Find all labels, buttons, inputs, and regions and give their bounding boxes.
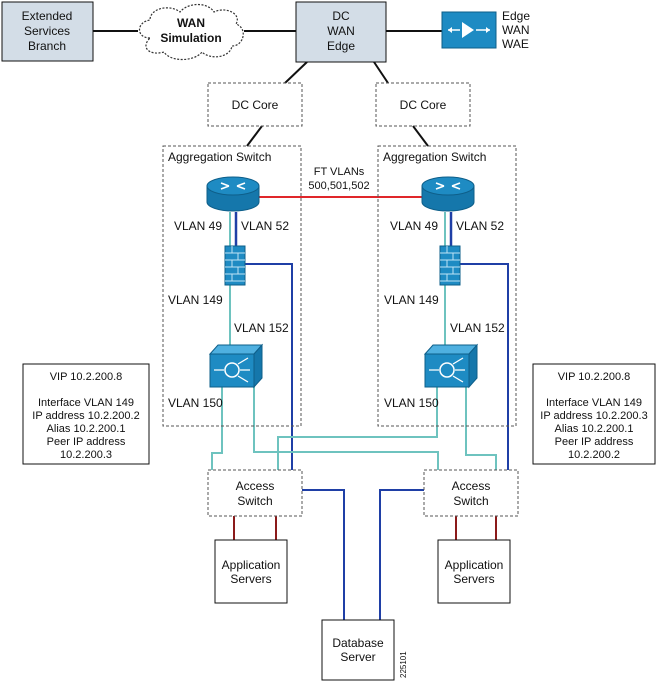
info-right-line4: Alias 10.2.200.1 <box>555 423 634 435</box>
info-box-right: VIP 10.2.200.8 Interface VLAN 149 IP add… <box>532 363 656 465</box>
link-left-lb-access-right <box>253 380 439 470</box>
info-left-line2: Interface VLAN 149 <box>38 397 134 409</box>
db-label-1: Database <box>332 636 384 650</box>
links <box>93 30 509 620</box>
link-dcedge-core-right <box>373 61 389 84</box>
right-vlan149-label: VLAN 149 <box>384 293 439 307</box>
firewall-icon <box>224 245 246 286</box>
access-switch-left: Access Switch <box>207 469 303 517</box>
info-right-line1: VIP 10.2.200.8 <box>558 371 631 383</box>
dc-edge-label-1: DC <box>332 9 350 23</box>
access-right-label-2: Switch <box>453 494 488 508</box>
info-left-line5: Peer IP address <box>47 436 126 448</box>
link-core-agg-right <box>412 125 429 147</box>
aggregation-left: Aggregation Switch <box>162 145 302 427</box>
figure-id: 225101 <box>399 651 408 678</box>
dc-core-right-label: DC Core <box>400 98 447 112</box>
aggregation-right-label: Aggregation Switch <box>383 150 486 164</box>
wae-icon <box>441 11 497 49</box>
right-vlan52-label: VLAN 52 <box>456 219 504 233</box>
load-balancer-icon <box>208 343 264 389</box>
access-right-label-1: Access <box>452 479 491 493</box>
link-right-lb-access-left <box>277 387 438 470</box>
dc-core-right: DC Core <box>375 82 471 127</box>
left-vlan49-label: VLAN 49 <box>174 219 222 233</box>
left-vlan52-label: VLAN 52 <box>241 219 289 233</box>
info-right-line3: IP address 10.2.200.3 <box>540 410 647 422</box>
branch-label-2: Services <box>24 24 70 38</box>
link-core-agg-left <box>246 125 263 147</box>
info-right-line6: 10.2.200.2 <box>568 449 620 461</box>
dc-core-left: DC Core <box>207 82 303 127</box>
router-icon <box>206 176 260 212</box>
access-left-label-1: Access <box>236 479 275 493</box>
firewall-icon <box>439 245 461 286</box>
info-left-line1: VIP 10.2.200.8 <box>50 371 123 383</box>
access-left-label-2: Switch <box>237 494 272 508</box>
dc-core-left-label: DC Core <box>232 98 279 112</box>
ft-vlans-label-2: 500,501,502 <box>308 180 369 192</box>
link-access-left-db <box>302 489 345 620</box>
edge-wae-label-2: WAN <box>502 23 530 37</box>
load-balancer-icon <box>423 343 479 389</box>
edge-wae-label-1: Edge <box>502 9 530 23</box>
info-left-line6: 10.2.200.3 <box>60 449 112 461</box>
dc-wan-edge-node: DC WAN Edge <box>295 1 387 63</box>
info-left-line3: IP address 10.2.200.2 <box>32 410 139 422</box>
branch-label-1: Extended <box>22 9 73 23</box>
app-right-label-2: Servers <box>453 572 494 586</box>
wan-label-2: Simulation <box>160 31 221 45</box>
edge-wae-label-3: WAE <box>502 37 529 51</box>
db-label-2: Server <box>340 650 375 664</box>
info-right-line5: Peer IP address <box>555 436 634 448</box>
branch-node: Extended Services Branch <box>1 1 94 62</box>
dc-edge-label-3: Edge <box>327 39 355 53</box>
link-access-right-db <box>379 489 424 620</box>
left-vlan152-label: VLAN 152 <box>234 321 289 335</box>
right-vlan152-label: VLAN 152 <box>450 321 505 335</box>
left-vlan150-label: VLAN 150 <box>168 396 223 410</box>
app-servers-right: Application Servers <box>437 539 511 604</box>
app-left-label-1: Application <box>222 558 281 572</box>
database-server: Database Server <box>321 619 395 681</box>
wan-label-1: WAN <box>177 16 205 30</box>
info-left-line4: Alias 10.2.200.1 <box>47 423 126 435</box>
branch-label-3: Branch <box>28 39 66 53</box>
dc-edge-label-2: WAN <box>327 24 355 38</box>
router-icon <box>421 176 475 212</box>
wan-cloud: WAN Simulation <box>138 3 244 61</box>
link-right-vlan152 <box>459 263 509 470</box>
app-left-label-2: Servers <box>230 572 271 586</box>
link-left-vlan152 <box>244 263 293 470</box>
app-servers-left: Application Servers <box>214 539 288 604</box>
ft-vlans-label-1: FT VLANs <box>314 166 365 178</box>
aggregation-left-label: Aggregation Switch <box>168 150 271 164</box>
app-right-label-1: Application <box>445 558 504 572</box>
left-vlan149-label: VLAN 149 <box>168 293 223 307</box>
link-right-lb-access-right <box>465 380 497 470</box>
aggregation-right: Aggregation Switch <box>377 145 517 427</box>
access-switch-right: Access Switch <box>423 469 519 517</box>
right-vlan49-label: VLAN 49 <box>390 219 438 233</box>
info-right-line2: Interface VLAN 149 <box>546 397 642 409</box>
info-box-left: VIP 10.2.200.8 Interface VLAN 149 IP add… <box>22 363 150 465</box>
right-vlan150-label: VLAN 150 <box>384 396 439 410</box>
link-left-lb-access-left <box>211 387 223 470</box>
link-dcedge-core-left <box>284 61 308 84</box>
